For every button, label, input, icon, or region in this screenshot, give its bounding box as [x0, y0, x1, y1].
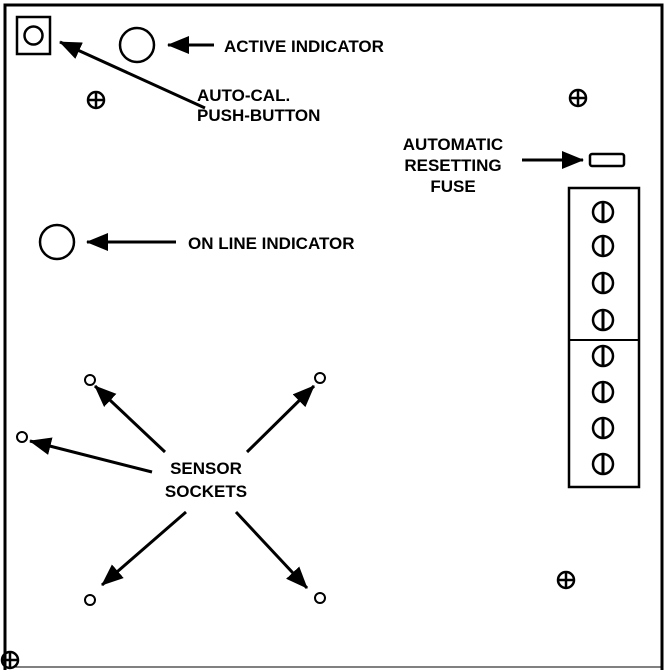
- sensor-sockets-label-line1: SENSOR: [170, 459, 242, 478]
- terminal-screws: [591, 200, 615, 476]
- mount-hole-bottom-right: [556, 570, 576, 590]
- terminal-screw-icon: [591, 416, 615, 440]
- terminal-screw-icon: [591, 344, 615, 368]
- terminal-block: [567, 186, 641, 489]
- auto-cal-push-button[interactable]: [15, 15, 52, 56]
- terminal-screw-icon: [591, 271, 615, 295]
- sensor-socket-lower-right: [314, 592, 326, 604]
- mount-hole-bottom-left: [0, 650, 20, 670]
- push-button-arrow: [59, 40, 206, 110]
- sensor-socket-lower-left: [84, 594, 96, 606]
- active-indicator-label: ACTIVE INDICATOR: [224, 37, 384, 56]
- board-outline: [3, 3, 664, 670]
- sensor-socket-upper-right: [314, 372, 326, 384]
- fuse-label-line1: AUTOMATIC: [403, 135, 503, 154]
- sensor-socket-left: [16, 431, 28, 443]
- sensor-socket-upper-left: [84, 374, 96, 386]
- online-indicator-led: [38, 223, 76, 261]
- sensor-arrow-upper-left: [93, 384, 167, 454]
- active-indicator-led: [118, 26, 156, 64]
- fuse-label-line2: RESETTING: [404, 156, 501, 175]
- terminal-screw-icon: [591, 452, 615, 476]
- online-indicator-label: ON LINE INDICATOR: [188, 234, 355, 253]
- sensor-arrow-upper-right: [245, 384, 316, 454]
- terminal-screw-icon: [591, 200, 615, 224]
- terminal-screw-icon: [591, 308, 615, 332]
- automatic-resetting-fuse: [588, 152, 626, 168]
- sensor-arrow-left: [29, 437, 153, 474]
- terminal-screw-icon: [591, 234, 615, 258]
- sensor-arrow-lower-left: [101, 510, 187, 587]
- terminal-screw-icon: [591, 380, 615, 404]
- fuse-label-line3: FUSE: [430, 177, 475, 196]
- sensor-sockets-label-line2: SOCKETS: [165, 482, 247, 501]
- sensor-arrow-lower-right: [234, 510, 309, 590]
- mount-hole-top-right: [568, 88, 588, 108]
- mount-hole-top-left: [86, 90, 106, 110]
- square-button-icon: [23, 25, 44, 46]
- auto-cal-label-line1: AUTO-CAL.: [197, 86, 290, 105]
- auto-cal-label-line2: PUSH-BUTTON: [197, 106, 320, 125]
